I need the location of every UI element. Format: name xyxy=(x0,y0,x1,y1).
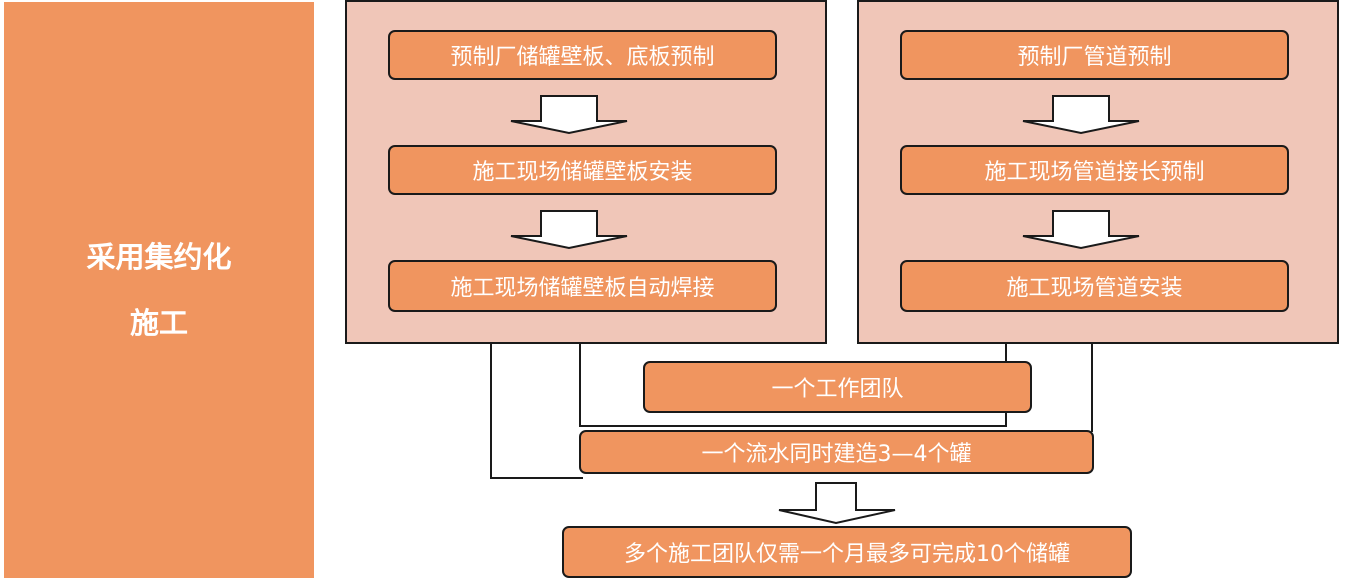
pipe-step-3: 施工现场管道安装 xyxy=(900,260,1289,312)
side-label-line1: 采用集约化 xyxy=(86,240,232,274)
connector-outer-right xyxy=(1091,342,1093,432)
side-label-block: 采用集约化 施工 xyxy=(4,2,314,578)
tank-arrow-1 xyxy=(510,95,628,135)
connector-outer-bottom xyxy=(490,477,583,479)
tank-step-2: 施工现场储罐壁板安装 xyxy=(388,145,777,195)
team-box: 一个工作团队 xyxy=(643,361,1032,413)
side-label-line2: 施工 xyxy=(129,306,188,340)
pipe-step-2: 施工现场管道接长预制 xyxy=(900,145,1289,195)
connector-inner-bottom xyxy=(579,425,1007,427)
tank-arrow-2 xyxy=(510,210,628,250)
pipe-arrow-1 xyxy=(1022,95,1140,135)
tank-step-1: 预制厂储罐壁板、底板预制 xyxy=(388,30,777,80)
connector-inner-left xyxy=(579,342,581,427)
connector-outer-left xyxy=(490,342,492,479)
tank-step-3: 施工现场储罐壁板自动焊接 xyxy=(388,260,777,312)
pipe-arrow-2 xyxy=(1022,210,1140,250)
pipe-step-1: 预制厂管道预制 xyxy=(900,30,1289,80)
result-box: 多个施工团队仅需一个月最多可完成10个储罐 xyxy=(562,526,1132,578)
pipeline-box: 一个流水同时建造3—4个罐 xyxy=(579,430,1094,474)
result-arrow xyxy=(778,482,896,525)
